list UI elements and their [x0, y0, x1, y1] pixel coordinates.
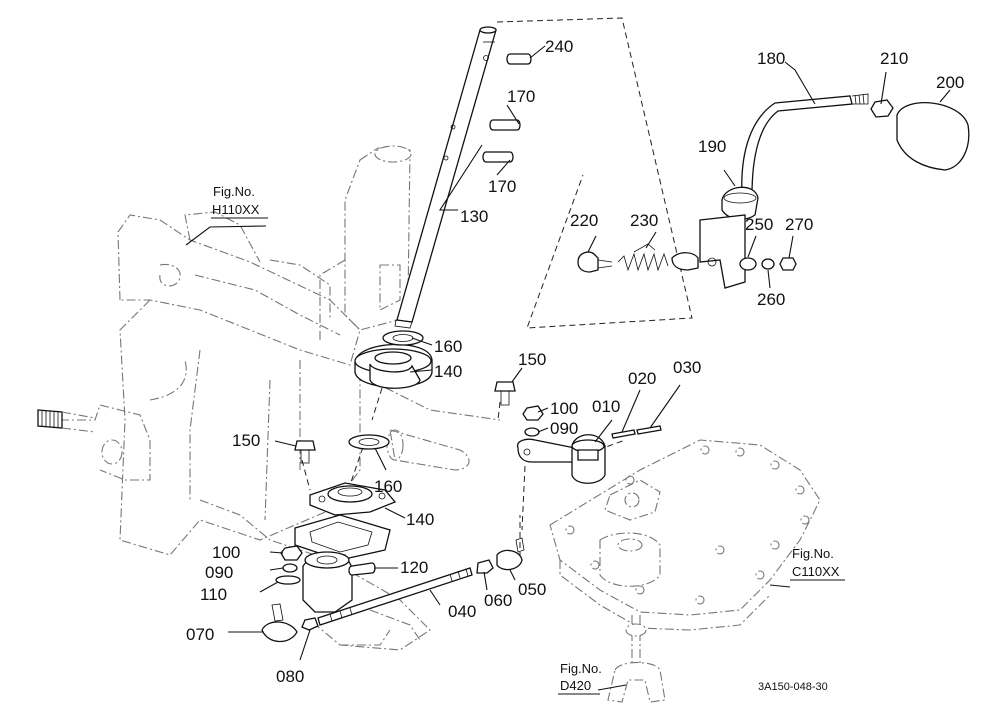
label-200: 200: [936, 73, 964, 92]
ref-c110xx-line2: C110XX: [792, 564, 840, 579]
lower-bearing-assembly: [294, 434, 397, 561]
label-010: 010: [592, 397, 620, 416]
ref-c110xx-line1: Fig.No.: [792, 546, 834, 561]
label-100-upper: 100: [550, 399, 578, 418]
label-190: 190: [698, 137, 726, 156]
lever-bracket: [699, 214, 746, 289]
label-100-lower: 100: [212, 543, 240, 562]
lower-bracket: [302, 551, 353, 613]
spring-230: [617, 243, 669, 272]
label-020: 020: [628, 369, 656, 388]
cover-bolt-holes: [565, 445, 810, 605]
drawing-code: 3A150-048-30: [758, 681, 828, 693]
shift-rod: [394, 26, 497, 329]
nut-washer-upper: [522, 405, 544, 437]
label-210: 210: [880, 49, 908, 68]
ref-h110xx-line1: Fig.No.: [213, 184, 255, 199]
subassembly-outline: [496, 17, 693, 329]
label-040: 040: [448, 602, 476, 621]
label-170-upper: 170: [507, 87, 535, 106]
label-070: 070: [186, 625, 214, 644]
leader-lines: [185, 45, 951, 691]
label-050: 050: [518, 580, 546, 599]
label-260: 260: [757, 290, 785, 309]
transmission-cover: [549, 439, 821, 631]
phantom-housing: [60, 145, 501, 651]
rod-040: [317, 567, 473, 626]
label-170-lower: 170: [488, 177, 516, 196]
label-060: 060: [484, 591, 512, 610]
label-160-lower: 160: [374, 477, 402, 496]
splined-shaft: [37, 409, 96, 433]
label-140-lower: 140: [406, 510, 434, 529]
knob-200: [896, 102, 970, 171]
label-030: 030: [673, 358, 701, 377]
shift-arm: [516, 434, 606, 484]
label-110: 110: [200, 585, 227, 604]
label-220: 220: [570, 211, 598, 230]
label-250: 250: [745, 215, 773, 234]
label-240: 240: [545, 37, 573, 56]
label-090-upper: 090: [550, 419, 578, 438]
label-140-upper: 140: [434, 362, 462, 381]
label-160-upper: 160: [434, 337, 462, 356]
shifter-fork: [607, 615, 666, 703]
washer-nut-250-260-270: [671, 252, 797, 271]
label-080: 080: [276, 667, 304, 686]
figure-references: Fig.No. H110XX Fig.No. C110XX Fig.No. D4…: [211, 184, 845, 695]
label-150-left: 150: [232, 431, 260, 450]
pin-120: [348, 562, 376, 576]
ref-d420-line1: Fig.No.: [560, 661, 602, 676]
ball-joints: [261, 537, 525, 643]
label-130: 130: [460, 207, 488, 226]
label-180: 180: [757, 49, 785, 68]
boot-190: [721, 186, 759, 220]
label-150-right: 150: [518, 350, 546, 369]
label-120: 120: [400, 558, 428, 577]
nut-210: [870, 99, 894, 118]
ref-d420-line2: D420: [560, 678, 591, 693]
spring-pins: [611, 425, 662, 439]
bolts: [294, 381, 516, 464]
bolt-220: [577, 251, 613, 273]
label-090-lower: 090: [205, 563, 233, 582]
part-labels: 240 170 170 130 180 210 200 190 220 230 …: [186, 37, 964, 686]
label-230: 230: [630, 211, 658, 230]
label-270: 270: [785, 215, 813, 234]
pins: [482, 53, 532, 163]
shift-lever: [741, 93, 869, 196]
upper-bearing-assembly: [354, 330, 433, 389]
ref-h110xx-line2: H110XX: [212, 202, 260, 217]
nut-washer-lower: [275, 545, 303, 585]
